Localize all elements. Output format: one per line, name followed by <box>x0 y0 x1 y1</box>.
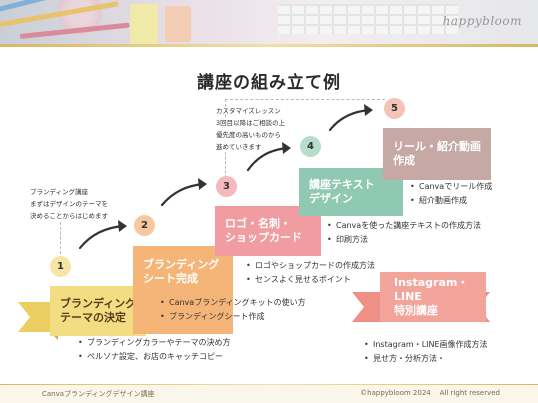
list-item: Canvaブランディングキットの使い方 <box>158 296 306 310</box>
footer-course-name: Canvaブランディングデザイン講座 <box>42 390 155 398</box>
header-photo: happybloom <box>0 0 538 45</box>
step-title-line: ブランディング <box>60 296 137 310</box>
guide-line <box>225 152 226 178</box>
note-line: まずはデザインのテーマを <box>30 200 108 208</box>
page-title: 講座の組み立て例 <box>197 73 341 93</box>
step-3-bullets: ロゴやショップカードの作成方法 センスよく見せるポイント <box>244 259 375 287</box>
keyboard-image <box>278 4 458 34</box>
note-line: ブランディング講座 <box>30 188 89 196</box>
header-divider <box>0 44 538 47</box>
step-title-line: テーマの決定 <box>60 311 126 324</box>
step-number-3: 3 <box>216 176 237 197</box>
brand-logo: happybloom <box>442 14 522 28</box>
note-line: カスタマイズレッスン <box>216 107 281 115</box>
list-item: センスよく見せるポイント <box>244 273 375 287</box>
step-5-bullets: Canvaでリール作成 紹介動画作成 <box>408 180 492 208</box>
footer <box>0 385 538 403</box>
step-block-1: ブランディング テーマの決定 <box>50 286 146 336</box>
special-course-block: Instagram・LINE 特別講座 <box>380 272 486 322</box>
special-bullets: Instagram・LINE画像作成方法 見せ方・分析方法・ <box>362 338 488 366</box>
step-title-line: ショップカード <box>225 231 302 244</box>
step-1-bullets: ブランディングカラーやテーマの決め方 ペルソナ設定、お店のキャッチコピー <box>76 336 230 364</box>
rights-text: All right reserved <box>439 389 500 397</box>
footer-copyright: ©happybloom 2024 All right reserved <box>360 389 500 397</box>
branding-note: ブランディング講座 まずはデザインのテーマを 決めることからはじめます <box>30 186 108 222</box>
list-item: 印刷方法 <box>325 233 481 247</box>
step-number-2: 2 <box>134 215 155 236</box>
step-block-5: リール・紹介動画 作成 <box>383 128 491 180</box>
step-title-line: シート完成 <box>143 272 198 286</box>
step-block-2: ブランディング シート完成 <box>133 246 233 334</box>
list-item: Canvaでリール作成 <box>408 180 492 194</box>
custom-lesson-note: カスタマイズレッスン 3回目以降はご相談の上 優先度の高いものから 進めていきま… <box>216 105 285 153</box>
list-item: ペルソナ設定、お店のキャッチコピー <box>76 350 230 364</box>
list-item: 紹介動画作成 <box>408 194 492 208</box>
note-line: 優先度の高いものから <box>216 131 281 139</box>
step-number-1: 1 <box>50 256 71 277</box>
copyright-text: ©happybloom 2024 <box>360 389 431 397</box>
note-line: 3回目以降はご相談の上 <box>216 119 286 127</box>
guide-line <box>225 99 226 117</box>
list-item: ブランディングシート作成 <box>158 310 306 324</box>
step-2-bullets: Canvaブランディングキットの使い方 ブランディングシート作成 <box>158 296 306 324</box>
step-title-line: 作成 <box>393 154 415 167</box>
list-item: ブランディングカラーやテーマの決め方 <box>76 336 230 350</box>
note-line: 進めていきます <box>216 143 262 151</box>
list-item: 見せ方・分析方法・ <box>362 352 488 366</box>
step-number-4: 4 <box>300 136 321 157</box>
note-line: 決めることからはじめます <box>30 212 108 220</box>
special-title-line: Instagram・LINE <box>394 275 469 303</box>
list-item: ロゴやショップカードの作成方法 <box>244 259 375 273</box>
step-number-5: 5 <box>384 98 405 119</box>
sticky-note-image <box>165 6 191 42</box>
step-title-line: ロゴ・名刺・ <box>225 216 291 230</box>
guide-line <box>225 99 385 100</box>
step-title-line: 講座テキスト <box>309 177 375 191</box>
list-item: Canvaを使った講座テキストの作成方法 <box>325 219 481 233</box>
list-item: Instagram・LINE画像作成方法 <box>362 338 488 352</box>
guide-line <box>60 222 61 254</box>
sticky-note-image <box>130 4 158 44</box>
step-title-line: ブランディング <box>143 258 220 271</box>
special-title-line: 特別講座 <box>394 304 438 318</box>
step-title-line: デザイン <box>309 192 353 205</box>
step-title-line: リール・紹介動画 <box>393 139 481 153</box>
step-4-bullets: Canvaを使った講座テキストの作成方法 印刷方法 <box>325 219 481 247</box>
